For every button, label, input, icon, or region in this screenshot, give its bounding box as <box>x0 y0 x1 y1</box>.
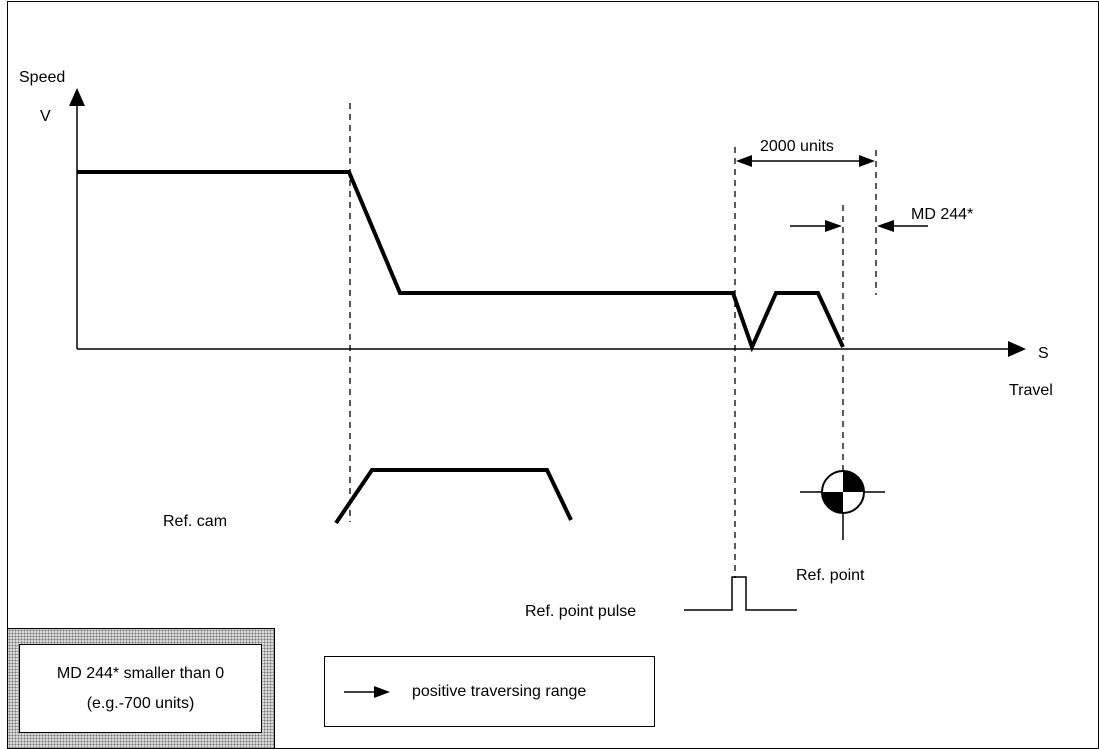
y-axis-arrowhead-icon <box>69 88 85 106</box>
ref-point-label: Ref. point <box>796 567 865 584</box>
ref-point-pulse-signal <box>684 576 797 611</box>
dimension-right-arrowhead-icon <box>859 155 875 167</box>
ref-point-symbol-icon <box>800 470 885 540</box>
width-dimension <box>736 155 875 167</box>
dimension-left-arrowhead-icon <box>736 155 752 167</box>
offset-right-arrowhead-icon <box>877 220 894 232</box>
ref-cam-label: Ref. cam <box>163 513 227 530</box>
offset-dimension-label: MD 244* <box>911 206 973 223</box>
note-line-2: (e.g.-700 units) <box>86 694 195 712</box>
y-axis-name: Speed <box>19 69 65 86</box>
speed-profile-approach <box>77 170 845 353</box>
note-panel: MD 244* smaller than 0 (e.g.-700 units) <box>7 628 275 749</box>
ref-point-pulse-label: Ref. point pulse <box>525 603 636 620</box>
offset-dimension <box>790 220 928 232</box>
note-text-box: MD 244* smaller than 0 (e.g.-700 units) <box>19 644 262 733</box>
right-arrow-icon <box>344 685 390 698</box>
width-dimension-label: 2000 units <box>760 138 834 155</box>
legend-label: positive traversing range <box>412 682 587 700</box>
x-axis-arrowhead-icon <box>1008 341 1026 357</box>
note-line-1: MD 244* smaller than 0 <box>56 664 225 682</box>
ref-cam-signal <box>334 468 573 525</box>
y-axis <box>69 88 85 349</box>
offset-left-arrowhead-icon <box>825 220 842 232</box>
y-axis-symbol: V <box>40 108 51 125</box>
x-axis <box>77 341 1026 357</box>
x-axis-symbol: S <box>1038 345 1049 362</box>
x-axis-name: Travel <box>1009 382 1053 399</box>
legend-panel: positive traversing range <box>324 656 655 727</box>
